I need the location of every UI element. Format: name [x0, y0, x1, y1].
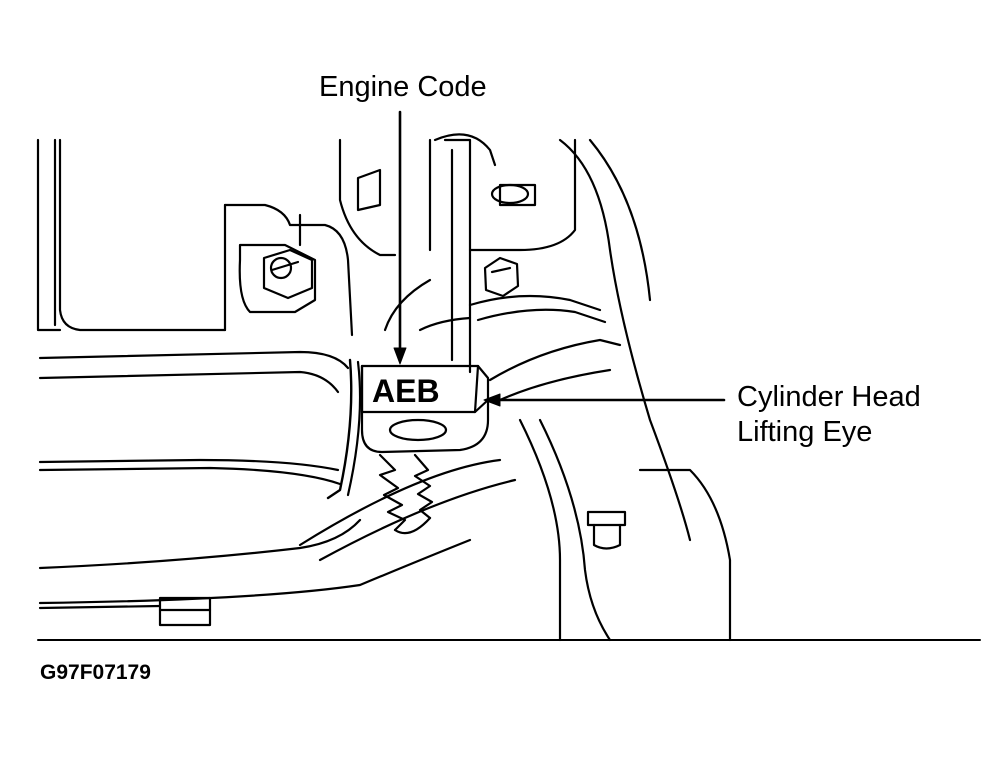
- engine-code-arrow: [393, 110, 407, 365]
- lifting-eye-callout-line2: Lifting Eye: [737, 416, 873, 448]
- lifting-eye-callout-line1: Cylinder Head: [737, 381, 921, 413]
- drain-plug: [586, 510, 627, 550]
- mounting-bracket: [223, 203, 354, 337]
- hose-clip: [158, 596, 212, 627]
- lifting-eye-arrow: [483, 393, 726, 407]
- engine-block-outline: [36, 138, 981, 641]
- engine-code-callout: Engine Code: [319, 71, 487, 103]
- lifting-eye: [326, 358, 490, 500]
- lifting-eye-callout: Cylinder Head Lifting Eye: [737, 380, 921, 450]
- figure-id: G97F07179: [40, 661, 151, 684]
- lower-housing: [298, 338, 732, 642]
- coolant-pipe: [383, 278, 607, 332]
- ribbed-boot: [378, 453, 434, 535]
- upper-housing: [338, 133, 692, 542]
- engine-code-stamp: AEB: [372, 373, 440, 409]
- hex-bolt-left: [262, 248, 314, 300]
- hex-bolt-right: [483, 256, 520, 298]
